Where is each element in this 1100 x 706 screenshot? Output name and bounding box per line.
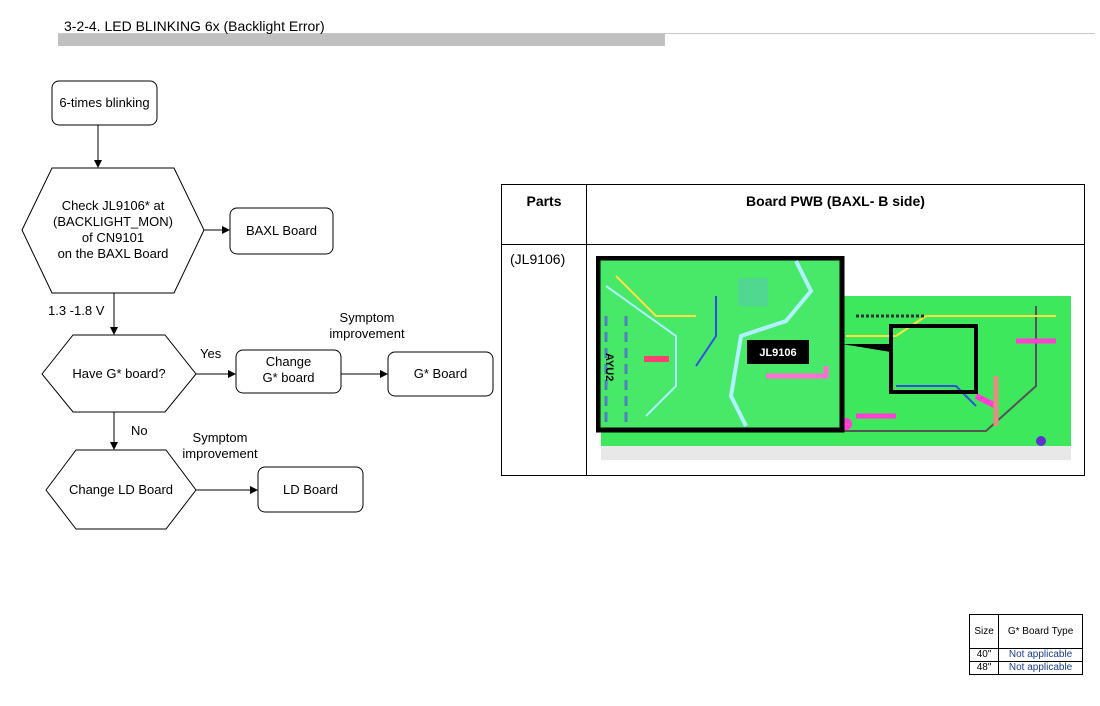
check-label: Check JL9106* at (BACKLIGHT_MON) of CN91… xyxy=(30,198,196,262)
ld-board-label: LD Board xyxy=(283,482,338,497)
jl9106-callout: JL9106 xyxy=(759,347,796,359)
start-label: 6-times blinking xyxy=(59,95,150,110)
symptom-label-1: Symptom improvement xyxy=(322,310,412,342)
start-box xyxy=(51,80,158,126)
symptom-line: improvement xyxy=(182,446,258,461)
have-g-label: Have G* board? xyxy=(72,366,166,381)
baxl-label: BAXL Board xyxy=(245,223,318,238)
yes-label: Yes xyxy=(200,346,222,361)
baxl-box xyxy=(229,207,334,255)
g-board-label: G* Board xyxy=(413,366,468,381)
symptom-line: Symptom xyxy=(192,430,248,445)
size-header: Size xyxy=(968,614,1000,649)
no-label: No xyxy=(131,423,148,438)
check-line: on the BAXL Board xyxy=(57,246,169,261)
size-cell: 40" xyxy=(968,648,1000,662)
ld-board-box xyxy=(257,466,364,513)
header-rule xyxy=(58,33,1095,34)
symptom-label-2: Symptom improvement xyxy=(175,430,265,462)
pcb-image: AYU2 JL9106 xyxy=(596,256,1071,460)
change-g-label: Change G* board xyxy=(236,354,341,386)
type-cell: Not applicable xyxy=(998,648,1083,662)
part-cell: (JL9106) xyxy=(501,244,587,476)
size-cell: 48" xyxy=(968,661,1000,675)
change-g-box xyxy=(235,349,342,394)
section-title: 3-2-4. LED BLINKING 6x (Backlight Error) xyxy=(64,18,325,34)
type-header: G* Board Type xyxy=(998,614,1083,649)
symptom-line: Symptom xyxy=(339,310,395,325)
check-line: of CN9101 xyxy=(81,230,145,245)
type-cell: Not applicable xyxy=(998,661,1083,675)
change-g-line: Change xyxy=(265,354,312,369)
voltage-label: 1.3 -1.8 V xyxy=(48,303,105,318)
change-ld-label: Change LD Board xyxy=(68,482,174,497)
symptom-line: improvement xyxy=(329,326,405,341)
board-label-text: AYU2 xyxy=(603,353,615,381)
header-bar xyxy=(58,34,665,46)
check-line: Check JL9106* at xyxy=(61,198,165,213)
board-header: Board PWB (BAXL- B side) xyxy=(586,184,1085,245)
parts-header: Parts xyxy=(501,184,587,245)
check-line: (BACKLIGHT_MON) xyxy=(53,214,173,229)
change-g-line: G* board xyxy=(262,370,315,385)
g-board-box xyxy=(387,351,494,397)
